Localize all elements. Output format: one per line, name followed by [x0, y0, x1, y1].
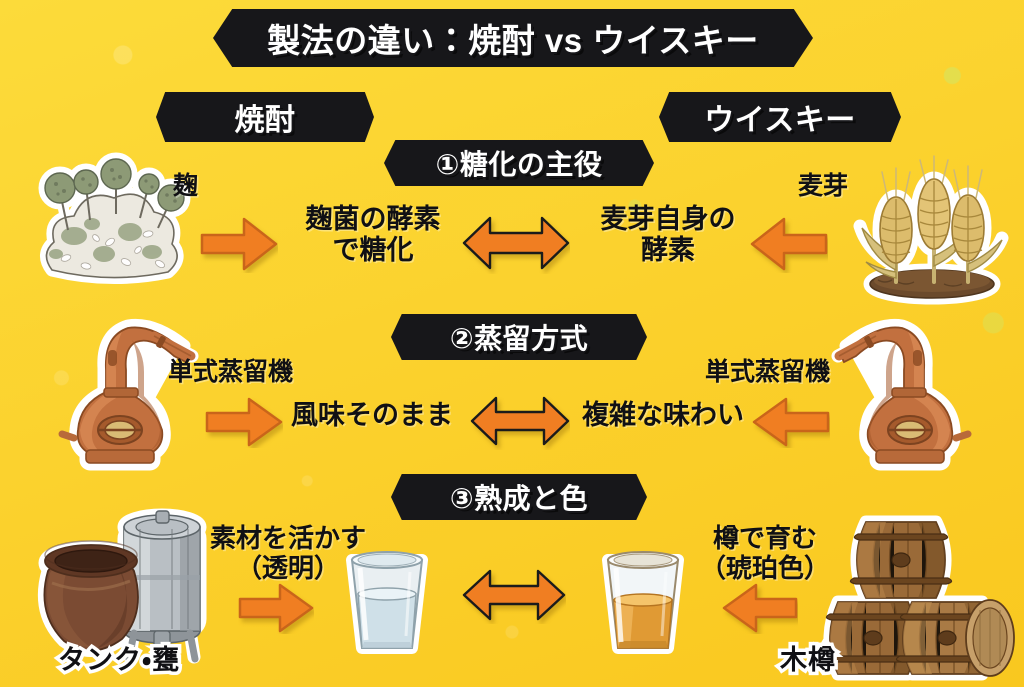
text-shochu-maturation: 素材を活かす （透明） [209, 523, 366, 584]
clear-spirit-glass-illustration [332, 548, 442, 660]
label-koji: 麹 [173, 172, 199, 200]
section-3-banner: ③熟成と色 [391, 474, 647, 520]
barley-malt-illustration [852, 155, 1017, 305]
right-arrow-icon-2 [205, 396, 283, 453]
label-pot-still-right: 単式蒸留機 [705, 358, 831, 386]
koji-mold-rice-illustration [30, 152, 191, 293]
column-header-whisky-text: ウイスキー [704, 104, 856, 137]
section-2-banner: ②蒸留方式 [391, 314, 647, 360]
section-2-banner-text: ②蒸留方式 [449, 323, 589, 354]
column-header-shochu-text: 焼酎 [234, 104, 296, 137]
double-arrow-icon-1 [462, 212, 570, 279]
left-arrow-icon-2 [752, 396, 830, 453]
page-title-text: 製法の違い：焼酎 vs ウイスキー [267, 22, 759, 59]
page-title: 製法の違い：焼酎 vs ウイスキー [213, 9, 813, 67]
label-pot-still-left: 単式蒸留機 [168, 358, 294, 386]
label-oak-barrel: 木樽 [777, 642, 839, 679]
section-3-banner-text: ③熟成と色 [449, 483, 589, 514]
tank-and-jar-illustration [30, 505, 220, 670]
section-1-banner: ①糖化の主役 [384, 140, 654, 186]
label-malt: 麦芽 [798, 172, 849, 200]
left-arrow-icon-3 [722, 582, 798, 639]
pot-still-illustration-right [831, 312, 972, 471]
column-header-whisky: ウイスキー [659, 92, 901, 142]
text-whisky-maturation: 樽で育む （琥珀色） [699, 523, 830, 584]
oak-barrel-illustration [821, 498, 1024, 681]
right-arrow-icon [200, 215, 278, 278]
text-whisky-saccharification: 麦芽自身の 酵素 [600, 204, 736, 266]
text-shochu-saccharification: 麹菌の酵素 で糖化 [305, 204, 441, 266]
left-arrow-icon [750, 215, 828, 278]
right-arrow-icon-3 [238, 582, 314, 639]
section-1-banner-text: ①糖化の主役 [435, 149, 603, 180]
text-shochu-distillation: 風味そのまま [291, 400, 453, 430]
pot-still-illustration-left [58, 312, 199, 471]
column-header-shochu: 焼酎 [156, 92, 374, 142]
double-arrow-icon-2 [470, 392, 570, 455]
label-tank-and-jar: タンク・甕 [54, 642, 182, 679]
text-whisky-distillation: 複雑な味わい [582, 400, 744, 430]
double-arrow-icon-3 [462, 566, 566, 629]
amber-whisky-glass-illustration [588, 548, 698, 660]
